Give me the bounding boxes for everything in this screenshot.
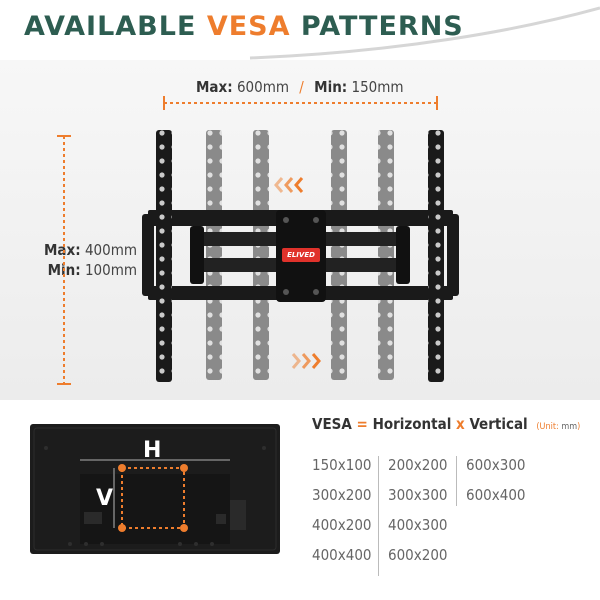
horizontal-dimension-label: Max: 600mm / Min: 150mm	[196, 78, 404, 96]
v-max-label: Max:	[44, 241, 81, 259]
vertical-dimension-label: Max: 400mm Min: 100mm	[44, 240, 137, 280]
arm-gray-4	[378, 130, 394, 380]
vesa-formula: VESA = Horizontal x Vertical (Unit: mm)	[312, 415, 580, 433]
v-max-line: Max: 400mm	[44, 240, 137, 260]
h-separator: /	[299, 78, 304, 96]
black-vertical-arms	[156, 130, 444, 382]
brand-logo: ELIVED	[287, 251, 315, 259]
title-word-vesa: VESA	[206, 11, 291, 42]
size-150x100: 150x100	[312, 456, 372, 474]
column-divider-2	[456, 456, 457, 506]
title-word-available: AVAILABLE	[24, 11, 197, 42]
vesa-size-list: 150x100 300x200 400x200 400x400 200x200 …	[312, 456, 552, 576]
formula-vertical: Vertical	[469, 415, 528, 433]
h-min-value: 150mm	[351, 78, 404, 96]
size-600x300: 600x300	[466, 456, 526, 474]
arrow-left-icon	[274, 177, 304, 193]
title-word-patterns: PATTERNS	[300, 11, 464, 42]
tv-h-label: H	[143, 438, 162, 463]
header-band	[0, 0, 600, 70]
tv-v-label: V	[96, 486, 114, 511]
horizontal-dimension-line	[163, 96, 438, 110]
h-max-label: Max:	[196, 78, 233, 96]
unit-open: (Unit:	[536, 422, 559, 432]
vertical-dimension-line	[57, 135, 71, 385]
formula-times: x	[456, 415, 465, 433]
mount-illustration	[57, 96, 459, 385]
center-plate	[276, 210, 326, 302]
size-600x200: 600x200	[388, 546, 448, 564]
arrow-right-icon	[291, 353, 321, 369]
size-400x400: 400x400	[312, 546, 372, 564]
h-min-label: Min:	[314, 78, 348, 96]
header-curve	[0, 0, 600, 62]
arm-gray-2	[253, 130, 269, 380]
gray-vertical-arms	[206, 130, 394, 380]
size-200x200: 200x200	[388, 456, 448, 474]
formula-unit: (Unit: mm)	[536, 422, 580, 432]
formula-equals: =	[356, 415, 368, 433]
size-400x200: 400x200	[312, 516, 372, 534]
unit-close: )	[577, 422, 581, 432]
arm-black-right	[428, 130, 444, 382]
tv-back-drawing	[33, 427, 277, 551]
size-600x400: 600x400	[466, 486, 526, 504]
formula-vesa: VESA	[312, 415, 352, 433]
size-300x300: 300x300	[388, 486, 448, 504]
size-400x300: 400x300	[388, 516, 448, 534]
column-divider-1	[378, 456, 379, 576]
v-max-value: 400mm	[84, 241, 137, 259]
size-300x200: 300x200	[312, 486, 372, 504]
unit-value: mm	[561, 422, 578, 432]
arm-gray-3	[331, 130, 347, 380]
arm-black-left	[156, 130, 172, 382]
arm-gray-1	[206, 130, 222, 380]
tv-back-diagram: H V	[30, 424, 280, 554]
h-max-value: 600mm	[236, 78, 289, 96]
formula-horizontal: Horizontal	[372, 415, 452, 433]
v-min-value: 100mm	[84, 261, 137, 279]
page-title: AVAILABLE VESA PATTERNS	[24, 10, 464, 44]
